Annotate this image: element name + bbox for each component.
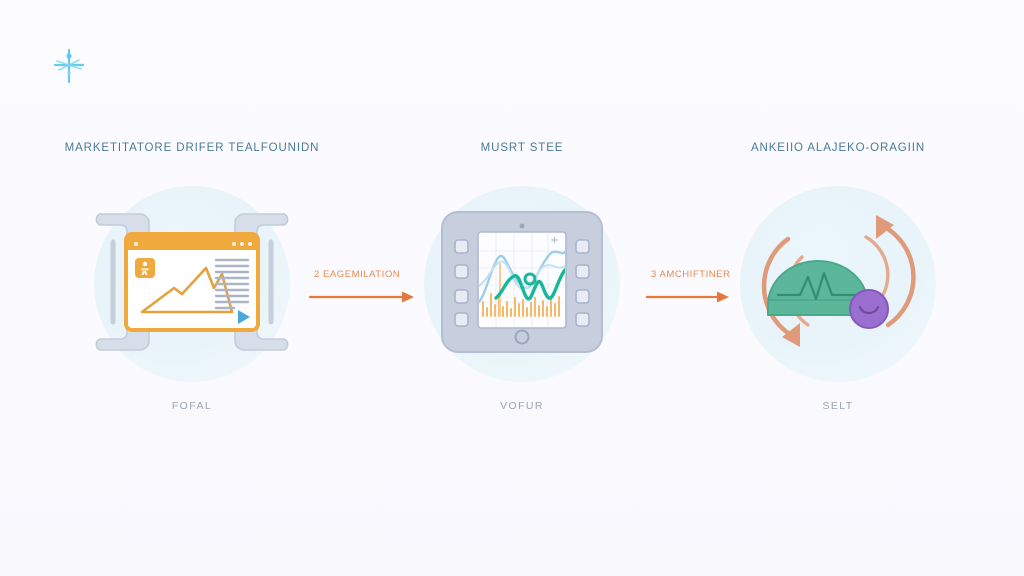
step-3[interactable]: ANKEIIO ALAJEKO-ORAGIIN: [688, 140, 988, 440]
sparkle-cross-icon: [45, 42, 93, 90]
step-3-caption: SELT: [822, 400, 854, 412]
connector-1-label: 2 EAGEMILATION: [314, 269, 401, 280]
step-2-caption: VOFUR: [500, 400, 544, 412]
step-2-illustration: [407, 184, 637, 384]
arrow-right-icon: [308, 290, 428, 309]
arrow-right-icon: [645, 290, 765, 309]
step-2[interactable]: MUSRT STEE: [372, 140, 672, 440]
step-1-caption: FOFAL: [171, 400, 213, 412]
connector-2-label: 3 AMCHIFTINER: [651, 269, 731, 280]
step-3-illustration: [723, 184, 953, 384]
step-1-illustration: [77, 184, 307, 384]
connector-1: 2 EAGEMILATION: [308, 268, 428, 312]
green-dome-refresh-icon: [748, 207, 928, 362]
tablet-device-chart-icon: [434, 206, 610, 363]
connector-2: 3 AMCHIFTINER: [645, 268, 765, 312]
step-1[interactable]: MARKETITATORE DRIFER TEALFOUNIDN: [42, 140, 342, 440]
step-3-title: ANKEIIO ALAJEKO-ORAGIIN: [750, 142, 926, 154]
browser-window-presentation-icon: [82, 202, 302, 367]
step-2-title: MUSRT STEE: [480, 142, 564, 154]
step-1-title: MARKETITATORE DRIFER TEALFOUNIDN: [64, 142, 320, 154]
